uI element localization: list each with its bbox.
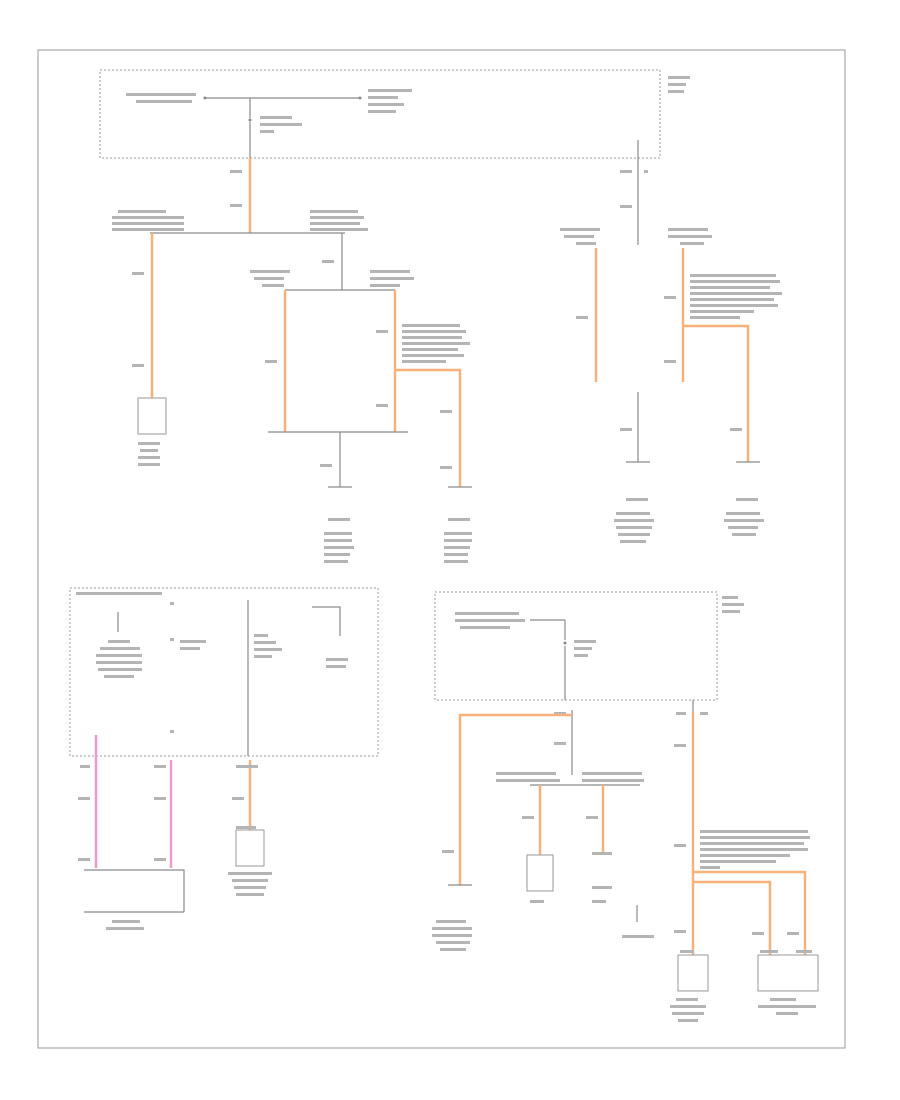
wire-branch-far-right: [693, 870, 807, 955]
wire-code: [230, 204, 242, 207]
module-title: [76, 592, 162, 595]
bottom-left-group: [69, 587, 379, 930]
splice-label-2: [444, 518, 472, 563]
passenger-label-1: [614, 498, 654, 543]
fuse-block-label: [668, 76, 690, 79]
top-left-group: [99, 69, 690, 563]
bottom-right-group: [432, 591, 819, 1022]
fuse-label-right: [368, 89, 412, 92]
component-bottom-right-2: [677, 954, 709, 992]
connector-sensor-frame: [84, 869, 185, 912]
connector-bottom-left: [235, 829, 265, 867]
seat-component-left: [137, 397, 167, 435]
fuse-block-top-outline: [99, 69, 661, 159]
module-outline: [69, 587, 379, 757]
circuit-breaker-icon: [248, 118, 252, 122]
wire-branch-right-mid: [693, 880, 772, 955]
wire-mid-branch: [395, 368, 462, 487]
wire-bottom-right-a: [458, 713, 572, 885]
component-bottom-right-3-label: [758, 998, 816, 1015]
fuse-icon: [563, 641, 567, 645]
passenger-label-2: [724, 498, 764, 536]
fuse-block-bottom-outline: [434, 591, 718, 701]
splice-label-1: [324, 518, 354, 563]
hot-at-all-times-label: [126, 93, 196, 96]
connector-label-right: [310, 210, 358, 213]
fuse-terminal-right: [358, 96, 362, 100]
connector-label-left: [118, 210, 166, 213]
top-right-group: [560, 140, 782, 543]
component-bottom-right-3: [757, 954, 819, 992]
component-bottom-right-2-label: [670, 998, 706, 1022]
component-bottom-right-1: [526, 854, 554, 892]
fuse-terminal-left: [203, 96, 207, 100]
circuit-breaker-label: [260, 116, 292, 119]
wire-right-branch: [683, 324, 750, 462]
diagram-border: [37, 49, 846, 1049]
wire-code: [230, 170, 242, 173]
